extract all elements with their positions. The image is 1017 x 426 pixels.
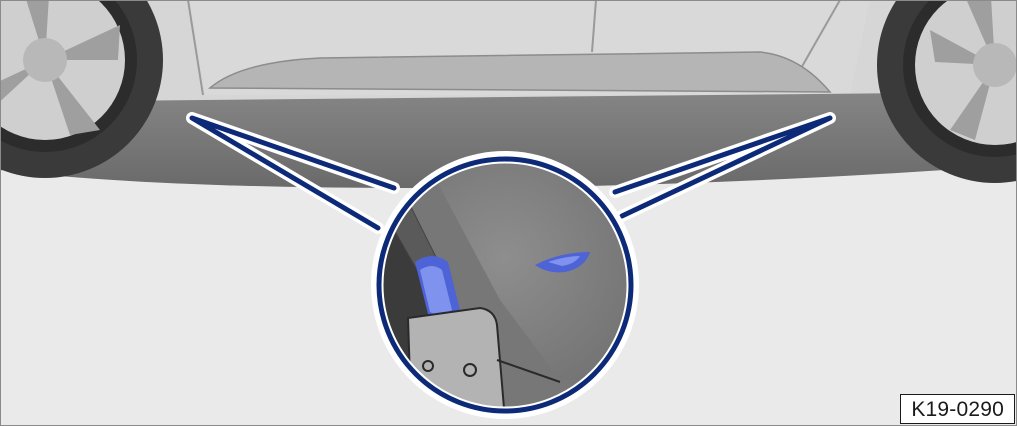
figure-reference-code: K19-0290 bbox=[900, 394, 1015, 424]
detail-magnifier bbox=[370, 150, 640, 420]
car-body bbox=[120, 0, 920, 102]
